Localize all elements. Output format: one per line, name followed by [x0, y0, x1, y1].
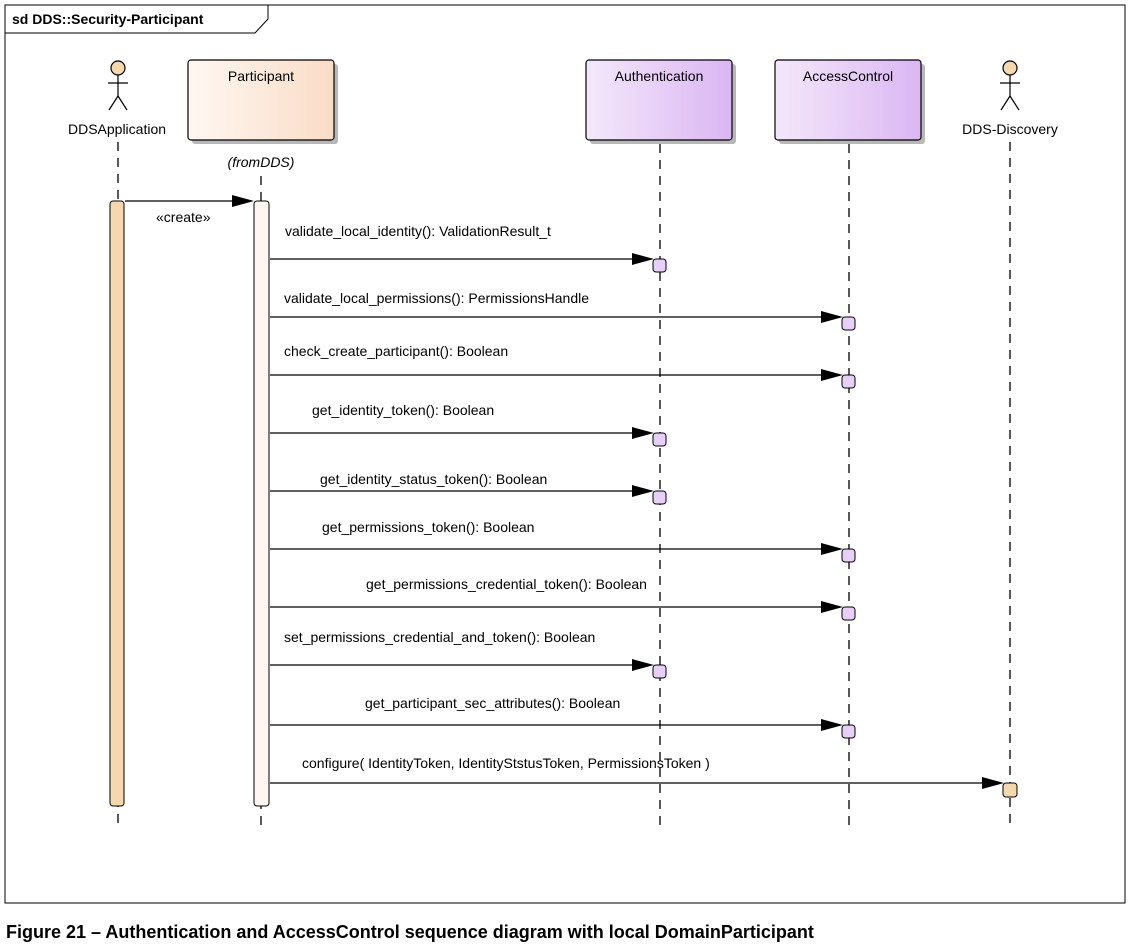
- message-label: validate_local_permissions(): Permission…: [284, 290, 589, 306]
- message-label: get_identity_token(): Boolean: [312, 402, 494, 418]
- actor-dds-discovery: DDS-Discovery: [962, 60, 1058, 137]
- actor-icon: [108, 60, 128, 111]
- message-label: «create»: [156, 209, 211, 225]
- message-validate-local-identity: validate_local_identity(): ValidationRes…: [270, 223, 667, 273]
- message-label: set_permissions_credential_and_token(): …: [284, 629, 595, 645]
- execution-marker: [652, 490, 667, 505]
- lifeline-label: Authentication: [615, 68, 704, 84]
- lifeline-note: (fromDDS): [228, 154, 295, 170]
- message-get-participant-sec-attributes: get_participant_sec_attributes(): Boolea…: [270, 695, 856, 739]
- lifeline-head-authentication: Authentication: [585, 59, 736, 144]
- message-get-identity-token: get_identity_token(): Boolean: [270, 402, 667, 447]
- message-check-create-participant: check_create_participant(): Boolean: [270, 343, 856, 389]
- execution-marker: [841, 316, 856, 331]
- activation-ddsapplication: [109, 200, 125, 807]
- execution-marker: [841, 724, 856, 739]
- message-set-permissions-credential-and-token: set_permissions_credential_and_token(): …: [270, 629, 667, 679]
- message-label: configure( IdentityToken, IdentityStstus…: [302, 755, 710, 771]
- message-label: get_permissions_token(): Boolean: [322, 519, 534, 535]
- frame-title: sd DDS::Security-Participant: [12, 11, 204, 27]
- actor-ddsapplication: DDSApplication: [68, 60, 166, 137]
- lifeline-label: AccessControl: [803, 68, 893, 84]
- lifeline-label: Participant: [228, 68, 294, 84]
- figure-caption: Figure 21 – Authentication and AccessCon…: [6, 922, 814, 942]
- execution-marker: [652, 664, 667, 679]
- message-get-permissions-token: get_permissions_token(): Boolean: [270, 519, 856, 563]
- lifeline-head-accesscontrol: AccessControl: [774, 59, 925, 144]
- message-label: get_permissions_credential_token(): Bool…: [366, 576, 647, 592]
- message-create: «create»: [125, 195, 254, 225]
- lifeline-label: DDSApplication: [68, 121, 166, 137]
- message-label: get_identity_status_token(): Boolean: [320, 471, 547, 487]
- message-configure: configure( IdentityToken, IdentityStstus…: [270, 755, 1018, 798]
- lifeline-label: DDS-Discovery: [962, 121, 1058, 137]
- actor-icon: [1000, 60, 1020, 111]
- diagram-frame: [4, 4, 1126, 904]
- message-get-identity-status-token: get_identity_status_token(): Boolean: [270, 471, 667, 505]
- message-label: validate_local_identity(): ValidationRes…: [285, 223, 551, 239]
- lifeline-head-participant: Participant (fromDDS): [187, 59, 338, 170]
- message-validate-local-permissions: validate_local_permissions(): Permission…: [270, 290, 856, 331]
- message-label: check_create_participant(): Boolean: [284, 343, 508, 359]
- execution-marker: [841, 606, 856, 621]
- frame-title-tab: [4, 4, 269, 34]
- execution-marker: [841, 374, 856, 389]
- execution-marker: [841, 548, 856, 563]
- message-label: get_participant_sec_attributes(): Boolea…: [365, 695, 620, 711]
- message-get-permissions-credential-token: get_permissions_credential_token(): Bool…: [270, 576, 856, 621]
- activation-participant: [253, 200, 270, 807]
- execution-marker: [652, 432, 667, 447]
- execution-marker: [1002, 782, 1018, 798]
- execution-marker: [652, 258, 667, 273]
